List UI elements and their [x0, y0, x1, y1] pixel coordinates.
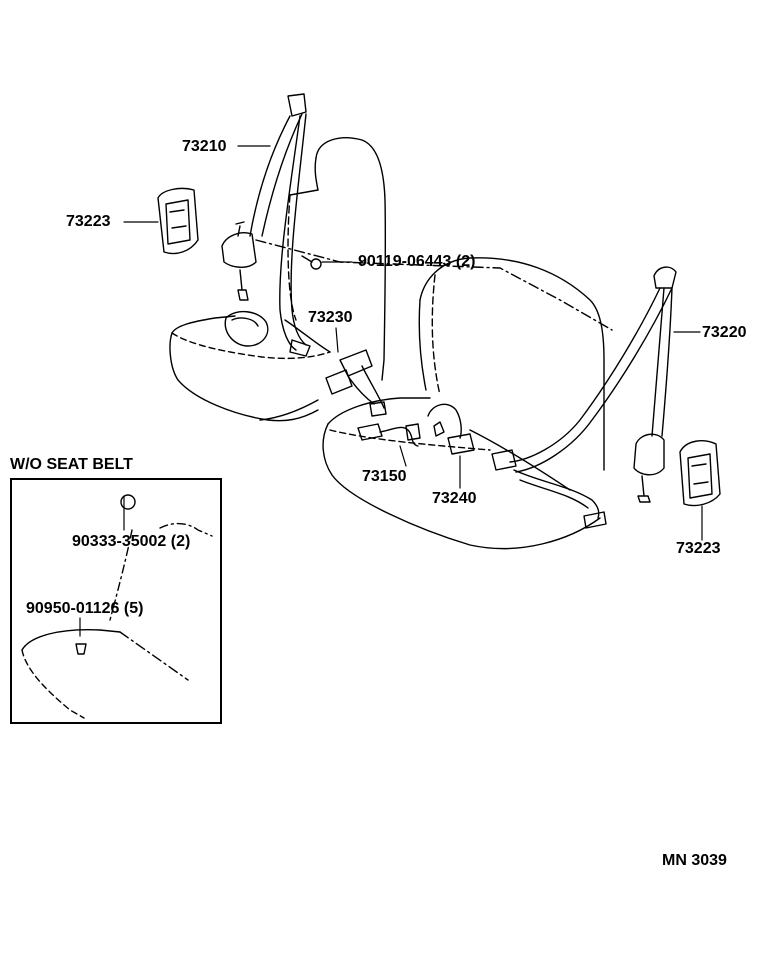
footer-code: MN 3039	[662, 852, 727, 869]
label-73210: 73210	[182, 138, 227, 155]
label-73230: 73230	[308, 309, 353, 326]
leader-lines	[79, 145, 703, 637]
belt-73210	[221, 93, 311, 357]
cover-73223-left	[157, 187, 199, 255]
label-73220: 73220	[702, 324, 747, 341]
right-seat-cushion	[322, 397, 601, 550]
inset-floor	[21, 494, 213, 719]
bolt-90119	[255, 239, 613, 331]
right-seat-back	[418, 257, 605, 471]
left-seat-back	[287, 137, 387, 381]
buckle-73240	[427, 403, 475, 455]
buckle-73150	[357, 423, 421, 447]
cover-73223-right	[679, 440, 721, 507]
inset-box-wo-seat-belt	[10, 478, 222, 724]
label-90950-01126: 90950-01126 (5)	[26, 600, 144, 617]
label-90333-35002: 90333-35002 (2)	[72, 533, 191, 550]
buckle-73230	[325, 349, 387, 417]
inset-title: W/O SEAT BELT	[10, 456, 133, 473]
label-73240: 73240	[432, 490, 477, 507]
left-seat-cushion	[169, 315, 331, 422]
label-90119-06443: 90119-06443 (2)	[358, 253, 476, 270]
label-73223-right: 73223	[676, 540, 721, 557]
label-73150: 73150	[362, 468, 407, 485]
belt-73220	[491, 266, 677, 529]
label-73223-left: 73223	[66, 213, 111, 230]
